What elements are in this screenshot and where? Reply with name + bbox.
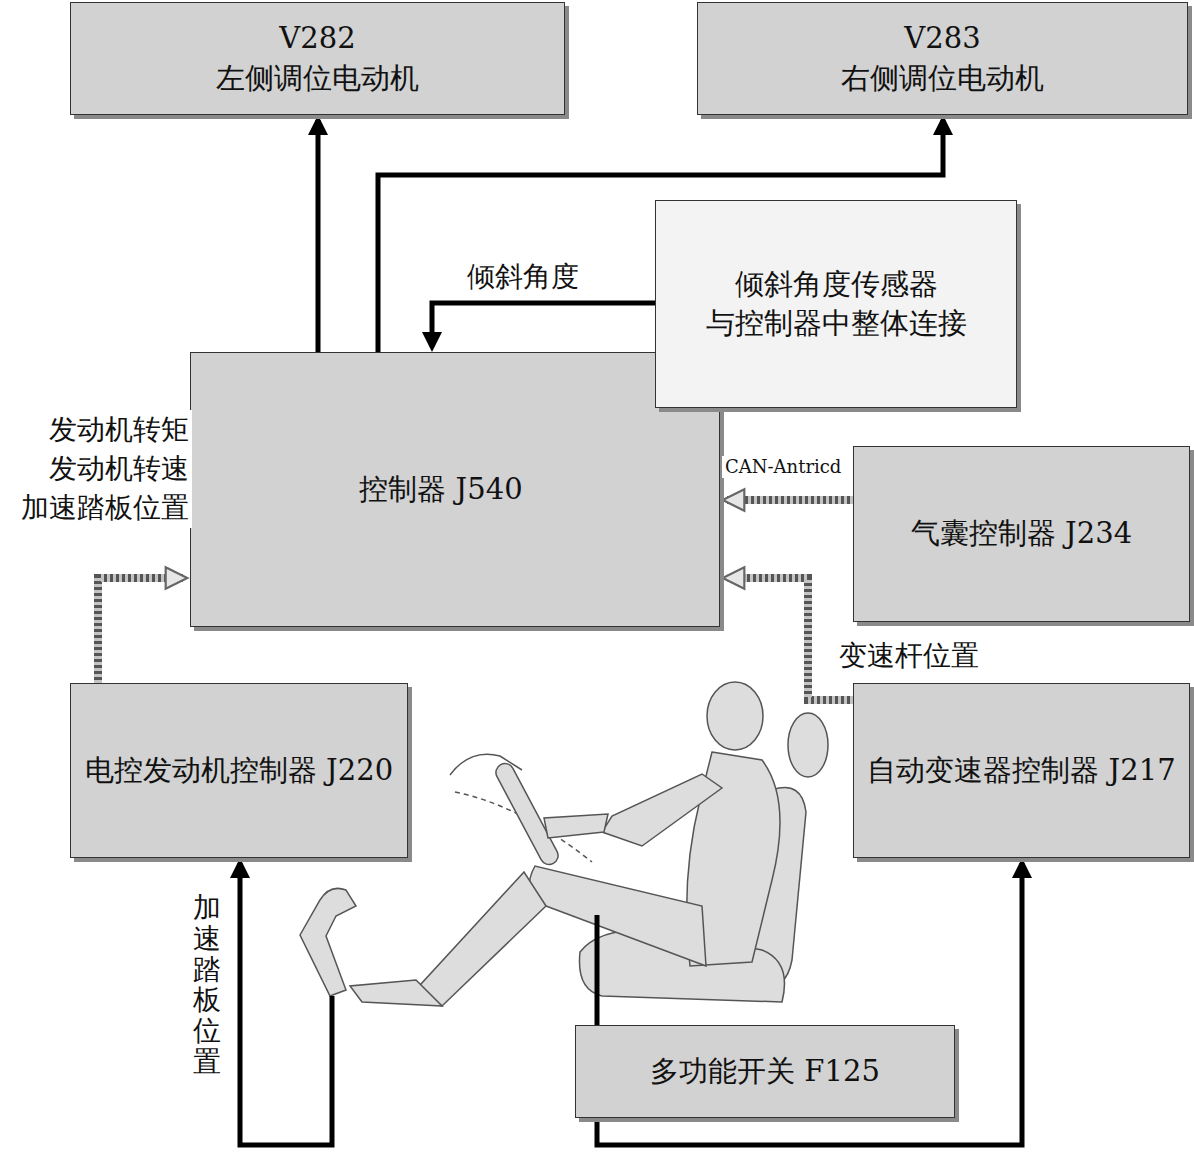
bus-line-base — [727, 496, 853, 504]
node-text: 右侧调位电动机 — [841, 59, 1044, 98]
signal-connector — [727, 578, 853, 700]
headrest — [788, 713, 828, 777]
control-unit-box: V283右侧调位电动机 — [697, 2, 1188, 115]
signal-label: 加速踏板位置 — [193, 893, 221, 1078]
node-text: 倾斜角度传感器 与控制器中整体连接 — [668, 265, 1004, 343]
node-text: V282 — [279, 19, 355, 58]
signal-connector — [98, 578, 183, 683]
bus-line-hatch — [727, 496, 853, 504]
node-text: 控制器 J540 — [359, 470, 522, 509]
node-text: 多功能开关 F125 — [650, 1052, 880, 1091]
control-unit-box: 自动变速器控制器 J217 — [853, 683, 1190, 858]
node-text: V283 — [904, 19, 980, 58]
signal-line — [316, 120, 321, 352]
signal-connector — [432, 303, 655, 347]
signal-label: 变速杆位置 — [836, 636, 982, 675]
head — [707, 682, 763, 750]
signal-line — [432, 303, 655, 347]
signal-label: 发动机转矩 发动机转速 加速踏板位置 — [0, 410, 192, 528]
signal-connector — [318, 120, 319, 352]
node-text: 气囊控制器 J234 — [911, 514, 1132, 553]
control-unit-box: 多功能开关 F125 — [575, 1025, 955, 1118]
control-unit-box: 气囊控制器 J234 — [853, 446, 1190, 622]
control-unit-box: V282左侧调位电动机 — [70, 2, 565, 115]
bus-line-hatch — [98, 578, 183, 683]
control-unit-box: 倾斜角度传感器 与控制器中整体连接 — [655, 200, 1017, 408]
steering-column — [493, 760, 561, 867]
bus-line-base — [98, 578, 183, 683]
bus-line-base — [727, 578, 853, 700]
signal-connector — [727, 500, 853, 501]
shin — [410, 872, 546, 1006]
forearm — [544, 814, 608, 838]
upper-arm — [602, 774, 722, 846]
accelerator-pedal — [300, 888, 356, 996]
node-text: 自动变速器控制器 J217 — [867, 751, 1175, 790]
signal-label: 倾斜角度 — [464, 257, 582, 296]
seat-switch-line — [595, 915, 600, 1025]
control-unit-box: 控制器 J540 — [190, 352, 720, 627]
bus-line-hatch — [727, 578, 853, 700]
thigh — [530, 866, 706, 966]
pedal-signal-line — [240, 863, 332, 1145]
foot — [350, 980, 442, 1006]
signal-label: CAN-Antricd — [722, 456, 844, 478]
control-unit-box: 电控发动机控制器 J220 — [70, 683, 408, 858]
node-text: 电控发动机控制器 J220 — [85, 751, 393, 790]
node-text: 左侧调位电动机 — [216, 59, 419, 98]
